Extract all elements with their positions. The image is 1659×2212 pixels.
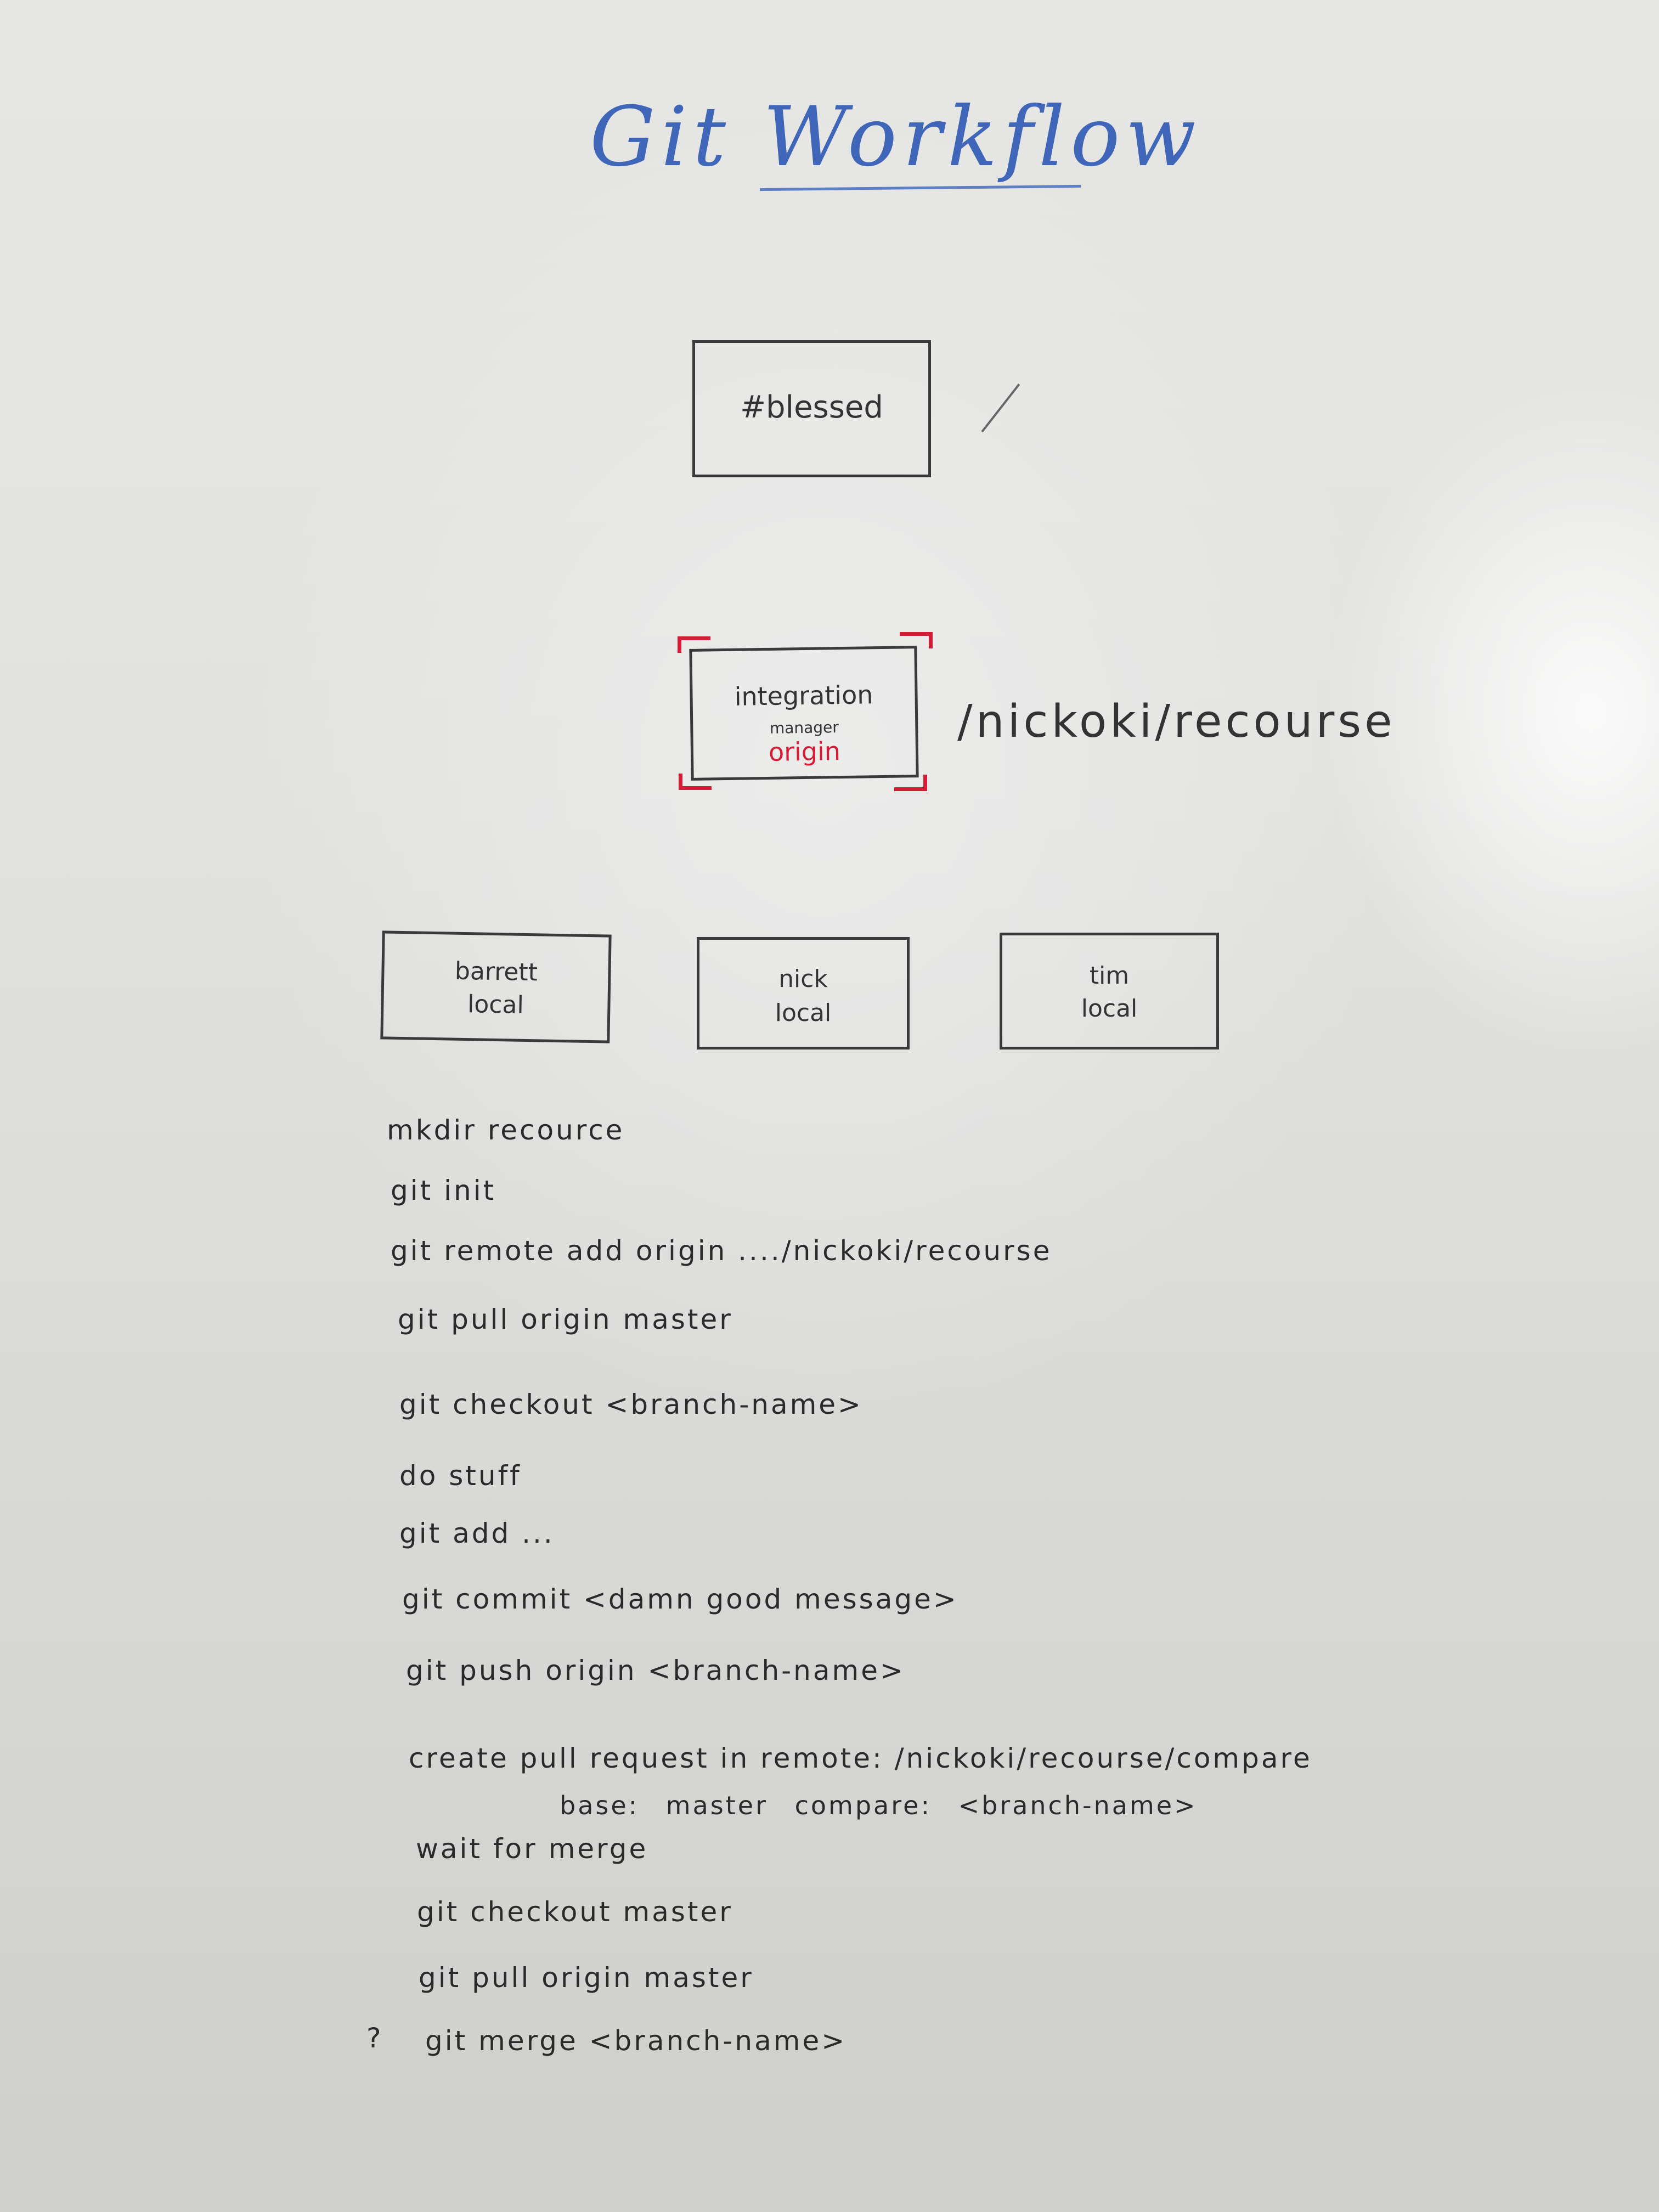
tim-name: tim <box>1089 962 1130 990</box>
red-corner-bottom-right <box>894 775 927 791</box>
blessed-label: #blessed <box>740 390 883 425</box>
integration-manager-box: integration manager origin <box>689 646 919 781</box>
tim-local-label: local <box>1081 995 1138 1023</box>
command-checkout-master: git checkout master <box>417 1896 733 1928</box>
question-mark: ? <box>366 2022 383 2054</box>
command-mkdir: mkdir recource <box>387 1114 625 1146</box>
command-pull-master: git pull origin master <box>398 1304 733 1335</box>
command-remote-add: git remote add origin ..../nickoki/recou… <box>391 1235 1052 1267</box>
nick-name: nick <box>778 965 828 993</box>
title-underline <box>759 184 1081 191</box>
command-create-pull-request: create pull request in remote: /nickoki/… <box>409 1742 1312 1774</box>
command-checkout-branch: git checkout <branch-name> <box>399 1389 863 1420</box>
barrett-local-label: local <box>467 990 524 1019</box>
command-git-commit: git commit <damn good message> <box>402 1583 958 1615</box>
command-git-init: git init <box>391 1175 496 1206</box>
command-base-compare: base: master compare: <branch-name> <box>560 1791 1198 1820</box>
origin-label: origin <box>768 736 841 767</box>
command-pull-master-again: git pull origin master <box>419 1962 754 1994</box>
nick-local-box: nick local <box>697 937 910 1049</box>
blessed-box: #blessed <box>692 340 931 477</box>
nick-local-label: local <box>775 999 832 1027</box>
red-corner-top-right <box>900 632 933 648</box>
manager-label: manager <box>769 718 839 737</box>
command-git-add: git add ... <box>399 1517 555 1549</box>
integration-label: integration <box>734 680 873 712</box>
stray-slash-mark <box>981 383 1020 433</box>
origin-path: /nickoki/recourse <box>957 696 1396 748</box>
command-do-stuff: do stuff <box>399 1460 522 1492</box>
board-title: Git Workflow <box>590 89 1201 185</box>
barrett-local-box: barrett local <box>380 930 612 1043</box>
command-git-push: git push origin <branch-name> <box>406 1655 905 1686</box>
barrett-name: barrett <box>454 957 538 987</box>
tim-local-box: tim local <box>1000 933 1219 1049</box>
red-corner-top-left <box>678 636 710 653</box>
command-git-merge: git merge <branch-name> <box>425 2025 847 2057</box>
command-wait-for-merge: wait for merge <box>416 1833 648 1865</box>
red-corner-bottom-left <box>679 774 712 790</box>
